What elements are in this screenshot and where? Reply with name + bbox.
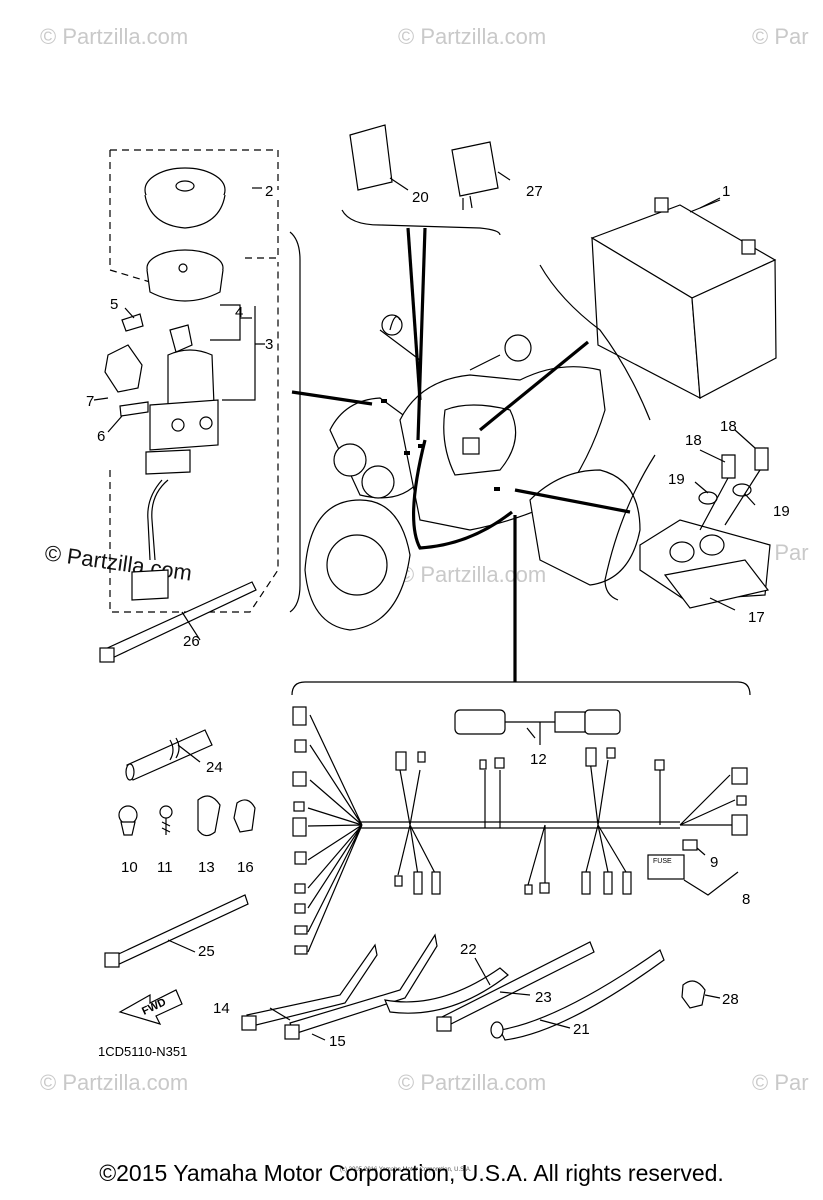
scooter-body <box>289 231 641 631</box>
watermark: © Par <box>752 1070 809 1095</box>
tiny-copyright-text: (c) 2005-2016 Yamaha Motor Corporation, … <box>340 1167 472 1173</box>
callout-15: 15 <box>329 1033 346 1050</box>
callout-19: 19 <box>668 471 685 488</box>
callout-17: 17 <box>748 609 765 626</box>
watermark: © Partzilla.com <box>398 562 546 587</box>
callout-22: 22 <box>460 941 477 958</box>
callout-14: 14 <box>213 1000 230 1017</box>
callout-3: 3 <box>265 336 273 353</box>
watermark: © Par <box>752 24 809 49</box>
watermark: © Partzilla.com <box>40 24 188 49</box>
main-switch-assembly <box>93 149 279 613</box>
callout-18: 18 <box>720 418 737 435</box>
callout-7: 7 <box>86 393 94 410</box>
callout-27: 27 <box>526 183 543 200</box>
callout-26: 26 <box>183 633 200 650</box>
callout-2: 2 <box>265 183 273 200</box>
callout-6: 6 <box>97 428 105 445</box>
leader-lines <box>167 187 756 1041</box>
callout-13: 13 <box>198 859 215 876</box>
callout-4: 4 <box>235 304 243 321</box>
callout-28: 28 <box>722 991 739 1008</box>
relay-group <box>341 124 511 236</box>
callout-10: 10 <box>121 859 138 876</box>
cable-ties <box>99 581 665 1041</box>
callouts: 1 2 3 4 5 6 7 8 9 10 11 12 13 14 15 16 1… <box>86 183 790 1050</box>
fwd-arrow: FWD <box>118 989 183 1025</box>
wire-harness <box>292 706 748 955</box>
callout-23: 23 <box>535 989 552 1006</box>
harness-bracket <box>291 681 751 696</box>
watermark: © Partzilla.com <box>398 24 546 49</box>
watermark-main: © Partzilla.com <box>43 540 193 585</box>
callout-1: 1 <box>722 183 730 200</box>
pointer-lines <box>291 227 656 682</box>
watermark: © Partzilla.com <box>40 1070 188 1095</box>
battery <box>590 197 777 400</box>
fuse-label: FUSE <box>653 858 672 865</box>
callout-19: 19 <box>773 503 790 520</box>
callout-20: 20 <box>412 189 429 206</box>
callout-11: 11 <box>157 859 173 876</box>
callout-25: 25 <box>198 943 215 960</box>
diagram-code: 1CD5110-N351 <box>98 1044 187 1059</box>
small-hardware <box>118 729 706 1009</box>
copyright-footer: ©2015 Yamaha Motor Corporation, U.S.A. A… <box>99 1160 724 1186</box>
callout-16: 16 <box>237 859 254 876</box>
callout-5: 5 <box>110 296 118 313</box>
callout-24: 24 <box>206 759 223 776</box>
callout-12: 12 <box>530 751 547 768</box>
callout-8: 8 <box>742 891 750 908</box>
callout-18: 18 <box>685 432 702 449</box>
callout-9: 9 <box>710 854 718 871</box>
fuse-parts: FUSE <box>647 839 739 896</box>
bracket-group <box>639 447 771 609</box>
watermark: © Partzilla.com <box>398 1070 546 1095</box>
callout-21: 21 <box>573 1021 590 1038</box>
